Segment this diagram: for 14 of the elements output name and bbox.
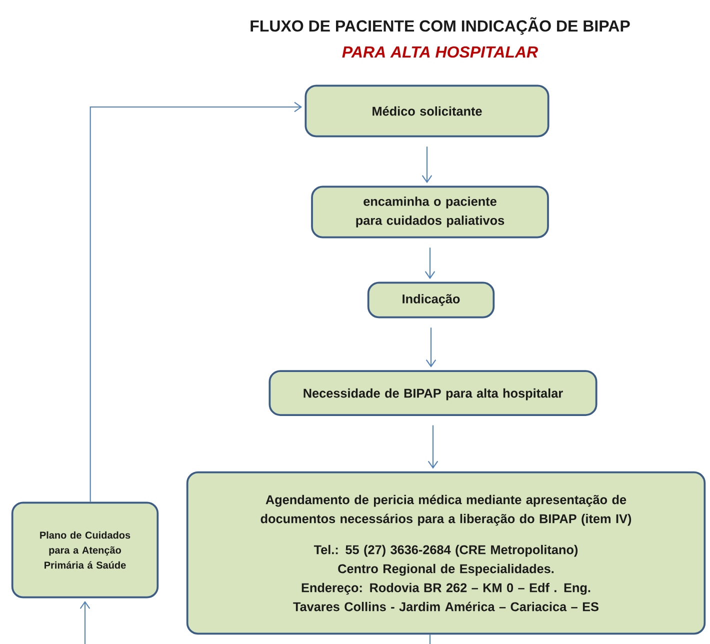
arrow (426, 328, 436, 368)
process-box: Plano de Cuidados para a Atenção Primária á Saúde (11, 502, 159, 598)
process-box: encaminha o paciente para cuidados paliativos (311, 186, 549, 238)
arrow (428, 425, 438, 469)
arrow (422, 146, 432, 184)
arrow (90, 102, 302, 502)
process-box: Indicação (367, 282, 495, 318)
process-box: Médico solicitante (304, 84, 550, 138)
arrow (80, 600, 90, 644)
process-box: Agendamento de pericia médica mediante apresentação de documentos necessários para a liberação do BIPAP (item IV) Tel.: 55 (27) 3636-2684 (CRE Metropolitano) Centro Regional de Especialidades. Endereço: Rodovia BR 262 – KM 0 – Edf . Eng. Tavares Collins - Jardim América – Cariacica – ES (186, 471, 706, 635)
arrow (424, 248, 436, 280)
subtitle: PARA ALTA HOSPITALAR (342, 46, 538, 58)
process-box: Necessidade de BIPAP para alta hospitalar (268, 370, 598, 416)
title: FLUXO DE PACIENTE COM INDICAÇÃO DE BIPAP (250, 17, 630, 35)
